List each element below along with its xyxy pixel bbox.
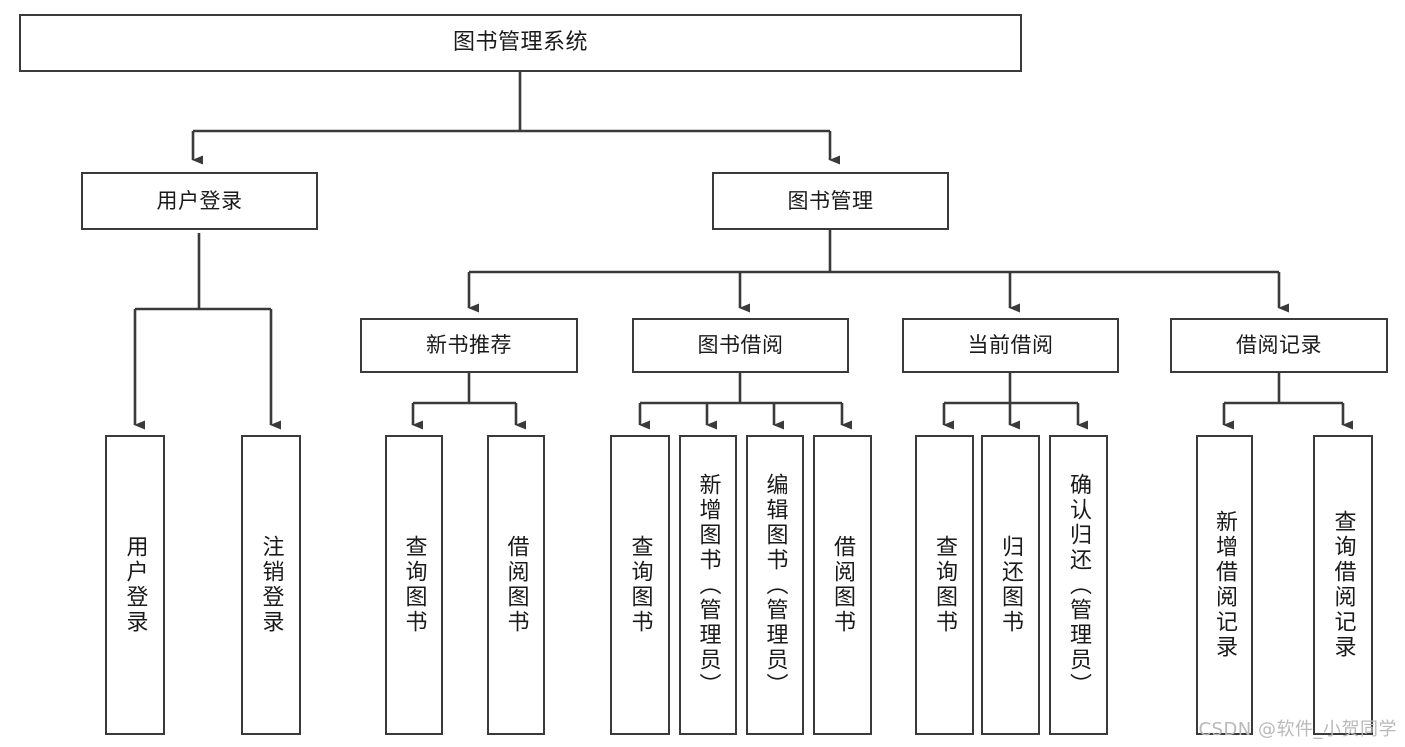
node-leaf-confirm-return-label: 确认归还（管理员） <box>1066 472 1092 698</box>
node-borrow-record[interactable]: 借阅记录 <box>1170 318 1388 373</box>
node-leaf-borrow-book-2[interactable]: 借阅图书 <box>813 435 872 735</box>
node-leaf-borrow-book-2-label: 借阅图书 <box>830 535 856 635</box>
node-leaf-add-record-label: 新增借阅记录 <box>1212 510 1238 660</box>
node-leaf-confirm-return[interactable]: 确认归还（管理员） <box>1049 435 1108 735</box>
node-leaf-edit-book-label: 编辑图书（管理员） <box>762 472 788 698</box>
node-leaf-borrow-book-1-label: 借阅图书 <box>503 535 529 635</box>
node-leaf-query-book-1[interactable]: 查询图书 <box>385 435 443 735</box>
node-leaf-query-book-2-label: 查询图书 <box>627 535 653 635</box>
node-book-manage-label: 图书管理 <box>787 188 874 213</box>
node-leaf-add-record[interactable]: 新增借阅记录 <box>1196 435 1253 735</box>
node-leaf-query-record-label: 查询借阅记录 <box>1330 510 1356 660</box>
node-leaf-query-book-2[interactable]: 查询图书 <box>610 435 670 735</box>
node-leaf-return-book-label: 归还图书 <box>998 535 1024 635</box>
node-leaf-query-book-1-label: 查询图书 <box>401 535 427 635</box>
node-current-borrow[interactable]: 当前借阅 <box>902 318 1119 373</box>
node-leaf-edit-book[interactable]: 编辑图书（管理员） <box>746 435 804 735</box>
node-leaf-user-login[interactable]: 用户登录 <box>105 435 165 735</box>
node-leaf-add-book[interactable]: 新增图书（管理员） <box>679 435 737 735</box>
node-leaf-user-login-label: 用户登录 <box>122 535 148 635</box>
node-current-borrow-label: 当前借阅 <box>967 333 1054 358</box>
node-leaf-return-book[interactable]: 归还图书 <box>981 435 1040 735</box>
node-borrow-record-label: 借阅记录 <box>1236 333 1322 358</box>
node-leaf-user-logout-label: 注销登录 <box>258 535 284 635</box>
node-new-book-rec-label: 新书推荐 <box>426 333 512 358</box>
node-book-manage[interactable]: 图书管理 <box>712 172 949 230</box>
node-user-login-label: 用户登录 <box>156 188 243 213</box>
node-new-book-rec[interactable]: 新书推荐 <box>360 318 578 373</box>
node-leaf-borrow-book-1[interactable]: 借阅图书 <box>487 435 545 735</box>
node-leaf-query-book-3-label: 查询图书 <box>932 535 958 635</box>
node-leaf-add-book-label: 新增图书（管理员） <box>695 472 721 698</box>
node-leaf-query-book-3[interactable]: 查询图书 <box>915 435 974 735</box>
node-root[interactable]: 图书管理系统 <box>19 14 1022 72</box>
node-book-borrow[interactable]: 图书借阅 <box>632 318 849 373</box>
node-user-login[interactable]: 用户登录 <box>81 172 318 230</box>
csdn-watermark: CSDN @软件_小贺同学 <box>1198 719 1397 740</box>
node-root-label: 图书管理系统 <box>452 30 588 56</box>
node-leaf-query-record[interactable]: 查询借阅记录 <box>1313 435 1373 735</box>
node-book-borrow-label: 图书借阅 <box>697 333 784 358</box>
node-leaf-user-logout[interactable]: 注销登录 <box>241 435 301 735</box>
